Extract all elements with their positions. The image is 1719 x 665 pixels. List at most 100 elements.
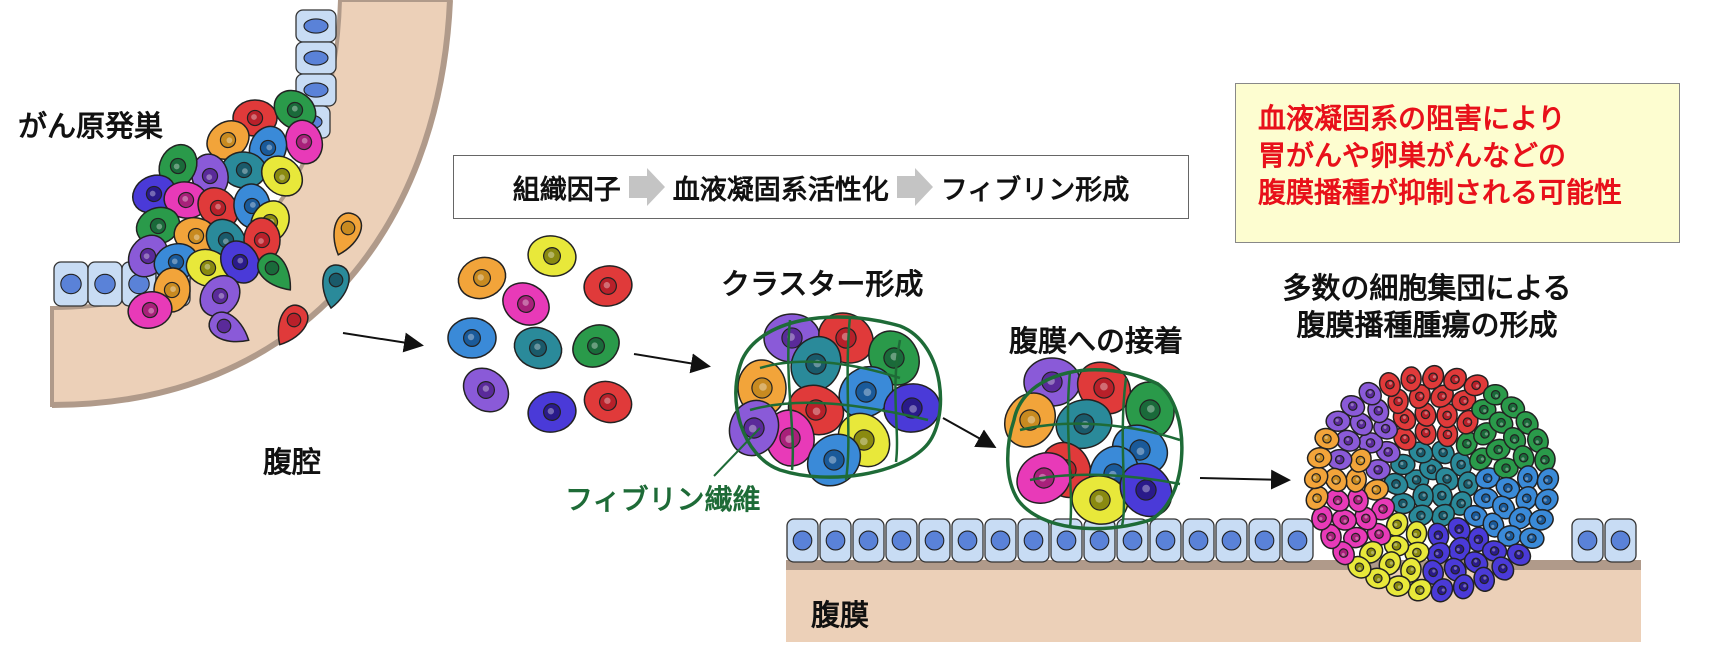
epithelial-cell (1604, 518, 1637, 563)
epithelial-cell (1149, 518, 1182, 563)
free-cancer-cell (583, 380, 633, 424)
tumor-cell (1342, 526, 1369, 549)
tumor-cell (1447, 517, 1471, 542)
primary-tumor-cell (158, 143, 198, 189)
tumor-cell (1473, 566, 1496, 592)
tumor-cell (1436, 402, 1458, 429)
tumor-cell (1385, 512, 1409, 537)
tumor-cell (1451, 389, 1477, 412)
free-cancer-cell (513, 326, 563, 370)
tumor-cell (1354, 506, 1378, 531)
detaching-cell (333, 212, 363, 256)
tumor-cell (1519, 527, 1545, 550)
primary-tumor-cell (163, 181, 209, 219)
tumor-cell (1436, 421, 1459, 448)
fibrin-pointer-line (713, 427, 761, 477)
tumor-cell (1452, 573, 1475, 600)
detaching-cancer-cells (208, 212, 363, 346)
epithelial-cell (885, 518, 918, 563)
tumor-cell (1412, 483, 1434, 509)
tumor-cell (1407, 578, 1433, 602)
label-primary-site: がん原発巣 (18, 109, 164, 143)
tumor-cell (1331, 509, 1357, 531)
detaching-cell (277, 304, 309, 346)
epithelial-cell (819, 518, 852, 563)
primary-tumor-cell (199, 274, 241, 318)
label-peritoneal-cavity: 腹腔 (263, 445, 322, 479)
tumor-cell (1450, 452, 1473, 478)
note-line-3: 腹膜播種が抑制される可能性 (1258, 176, 1623, 209)
tumor-cell (1491, 556, 1515, 581)
free-cancer-cell (572, 324, 620, 368)
free-cancer-cell (527, 391, 577, 433)
free-floating-cells (447, 235, 633, 433)
note-line-2: 胃がんや卵巣がんなどの (1258, 139, 1567, 172)
label-cluster-formation: クラスター形成 (721, 267, 924, 301)
primary-tumor-cell (260, 155, 304, 197)
tumor-cell (1534, 488, 1559, 512)
inhibition-note: 血液凝固系の阻害により 胃がんや卵巣がんなどの 腹膜播種が抑制される可能性 (1235, 83, 1680, 243)
chevron-right-icon (896, 168, 933, 206)
tumor-cell (1482, 512, 1505, 538)
epithelial-cell (1248, 518, 1281, 563)
tumor-cell (1430, 578, 1454, 603)
epithelial-cell (1083, 518, 1116, 563)
clustered-cell (790, 335, 842, 393)
free-cancer-cell (457, 256, 507, 300)
clustered-cell (728, 399, 780, 457)
epithelial-cell (984, 518, 1017, 563)
arrow-cluster-to-adhesion (942, 417, 997, 448)
tumor-cell (1488, 411, 1514, 434)
epithelial-cell (87, 261, 123, 307)
tumor-cell (1456, 409, 1479, 435)
tumor-cell (1378, 372, 1401, 398)
disseminated-tumor (1303, 364, 1560, 603)
process-step-tissue-factor: 組織因子 (512, 174, 621, 206)
process-step-coagulation: 血液凝固系活性化 (672, 174, 889, 206)
epithelial-cell (1017, 518, 1050, 563)
tumor-cell (1378, 551, 1402, 576)
detaching-cell (322, 264, 350, 310)
tumor-cell (1340, 394, 1366, 418)
tumor-cell (1303, 466, 1329, 490)
tumor-cell (1349, 448, 1372, 473)
tumor-cell (1455, 431, 1478, 457)
free-cancer-cell (447, 317, 497, 359)
detaching-cell (257, 252, 292, 291)
tumor-cell (1305, 486, 1329, 511)
epithelial-cell (786, 518, 819, 563)
fibrin-cluster (728, 312, 943, 487)
tumor-cell (1536, 467, 1560, 493)
tumor-cell (1324, 467, 1348, 493)
label-fibrin-fiber: フィブリン繊維 (565, 483, 761, 516)
epithelial-cell (1116, 518, 1149, 563)
tumor-cell (1430, 384, 1454, 408)
tumor-cell (1527, 428, 1549, 454)
tumor-cell (1534, 447, 1556, 473)
clustered-cell (818, 312, 874, 364)
tumor-cell (1385, 575, 1411, 597)
epithelial-cell (1182, 518, 1215, 563)
epithelial-cell (295, 9, 337, 43)
tumor-cell (1421, 364, 1445, 390)
tumor-cell (1311, 505, 1333, 531)
free-cancer-cell (583, 265, 633, 307)
tumor-cell (1306, 447, 1333, 469)
epithelial-cell (53, 261, 89, 307)
tumor-cell (1400, 557, 1422, 583)
tumor-cell (1495, 476, 1521, 500)
label-adhesion: 腹膜への接着 (1009, 324, 1184, 358)
epithelial-cell (1281, 518, 1314, 563)
tumor-cell (1463, 374, 1489, 397)
label-dissemination-line2: 腹膜播種腫瘍の形成 (1296, 308, 1558, 342)
epithelial-cell (951, 518, 984, 563)
process-step-fibrin: フィブリン形成 (940, 174, 1130, 206)
peritoneal-epithelium (786, 518, 1637, 563)
free-cancer-cell (462, 367, 510, 413)
tumor-cell (1443, 367, 1467, 392)
tumor-cell (1358, 381, 1382, 406)
epithelial-cell (1571, 518, 1604, 563)
label-dissemination: 多数の細胞集団による 腹膜播種腫瘍の形成 (1262, 270, 1592, 344)
arrow-free-to-cluster (633, 353, 711, 374)
